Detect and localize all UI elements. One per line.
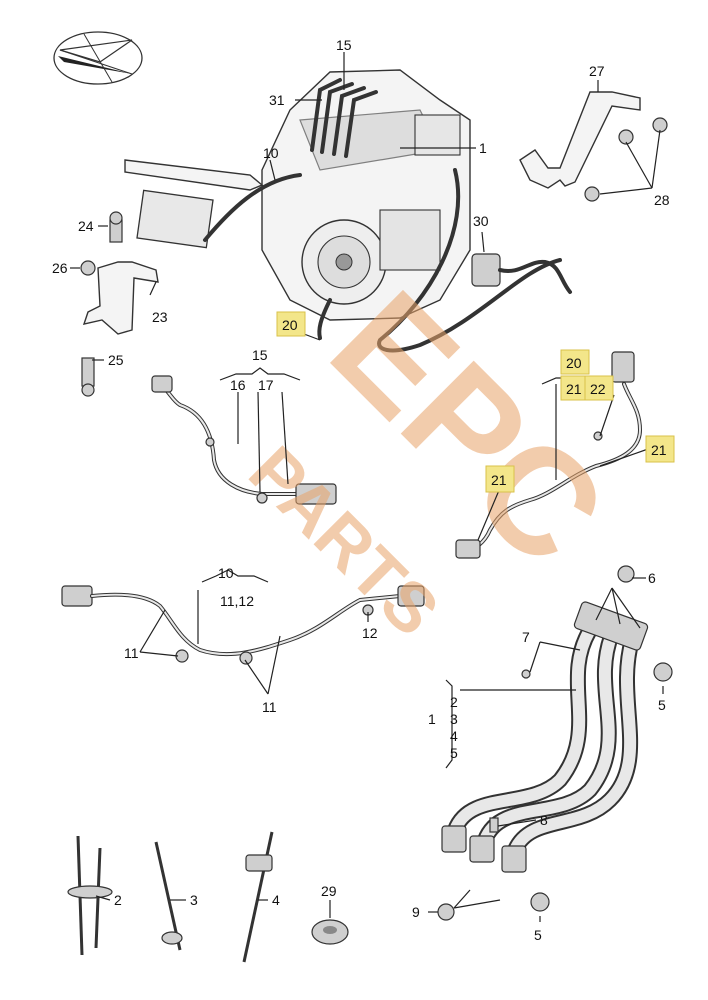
label-2-mid: 2 <box>450 694 458 710</box>
label-26: 26 <box>52 260 68 276</box>
label-6: 6 <box>648 570 656 586</box>
label-10-top: 10 <box>263 145 279 161</box>
label-5-lower: 5 <box>534 927 542 943</box>
label-30: 30 <box>473 213 489 229</box>
label-23: 23 <box>152 309 168 325</box>
label-3-mid: 3 <box>450 711 458 727</box>
label-25: 25 <box>108 352 124 368</box>
leader-lines <box>70 52 664 922</box>
label-9: 9 <box>412 904 420 920</box>
label-16: 16 <box>230 377 246 393</box>
label-20-engine: 20 <box>282 317 298 333</box>
label-22: 22 <box>590 381 606 397</box>
label-12: 12 <box>362 625 378 641</box>
harness-20 <box>455 351 643 559</box>
label-11-left: 11 <box>124 645 139 661</box>
label-2-bottom: 2 <box>114 892 122 908</box>
label-20-right: 20 <box>566 355 582 371</box>
label-27: 27 <box>589 63 605 79</box>
highlight-22 <box>584 375 614 401</box>
label-8: 8 <box>540 812 548 828</box>
harness-15 <box>151 375 337 505</box>
highlight-20-right <box>560 349 590 375</box>
label-11-bottom: 11 <box>262 699 277 715</box>
highlight-21-c <box>485 465 515 493</box>
orientation-arrow-icon <box>53 31 143 85</box>
label-28: 28 <box>654 192 670 208</box>
label-1-mid: 1 <box>428 711 436 727</box>
label-1-top: 1 <box>479 140 487 156</box>
label-5-mid: 5 <box>450 745 458 761</box>
label-15-mid: 15 <box>252 347 268 363</box>
bracket-27 <box>519 91 668 202</box>
harness-10 <box>61 585 425 665</box>
label-4-bottom: 4 <box>272 892 280 908</box>
bracket-23 <box>80 211 159 397</box>
label-3-bottom: 3 <box>190 892 198 908</box>
label-21-c: 21 <box>491 472 507 488</box>
highlight-21-b <box>645 435 675 463</box>
label-29: 29 <box>321 883 337 899</box>
sensor-30 <box>471 253 572 294</box>
label-4-mid: 4 <box>450 728 458 744</box>
label-21-a: 21 <box>566 381 582 397</box>
label-17: 17 <box>258 377 274 393</box>
label-15-top: 15 <box>336 37 352 53</box>
callout-labels: 15 31 1 10 27 28 24 26 23 25 30 20 15 16… <box>52 37 670 943</box>
label-5-upper: 5 <box>658 697 666 713</box>
engine-illustration <box>124 69 562 353</box>
label-24: 24 <box>78 218 94 234</box>
label-21-b: 21 <box>651 442 667 458</box>
cable-bundle <box>437 565 673 921</box>
highlight-20-engine <box>276 311 306 337</box>
label-11-12: 11,12 <box>220 593 254 609</box>
label-31: 31 <box>269 92 285 108</box>
cable-ties <box>67 831 274 963</box>
label-10-mid: 10 <box>218 565 234 581</box>
highlight-21-a <box>560 375 590 401</box>
grommet-29 <box>311 919 349 945</box>
label-7: 7 <box>522 629 530 645</box>
